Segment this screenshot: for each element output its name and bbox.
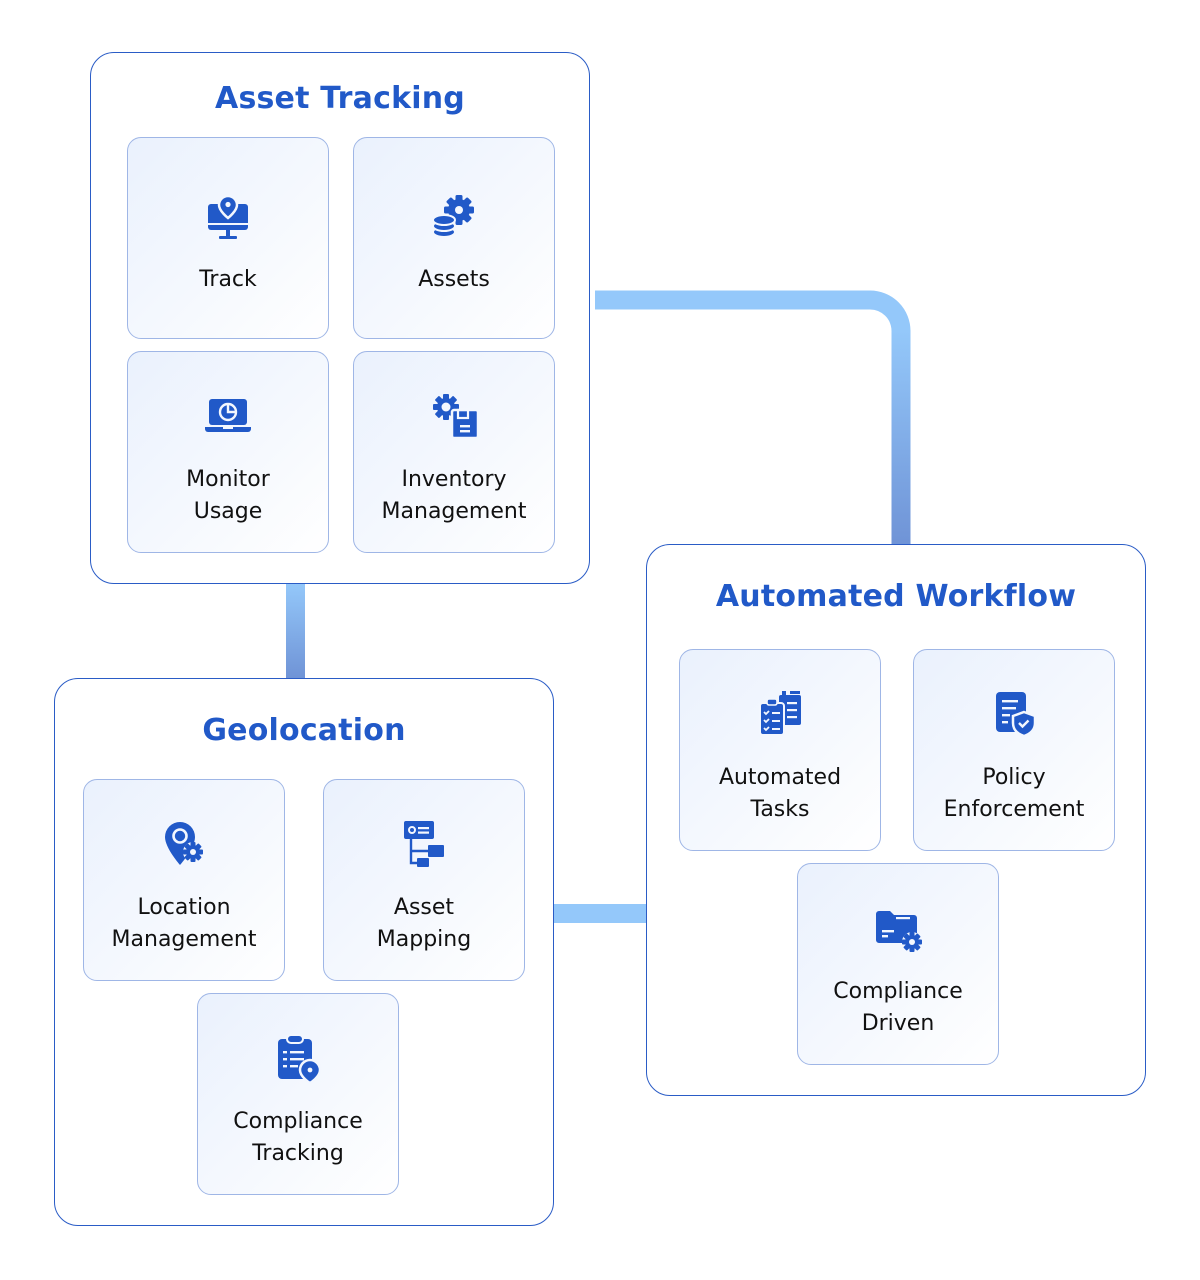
card-label: Asset Mapping [376,895,472,952]
clipboard-location-icon [272,1032,324,1084]
group-geolocation: Geolocation [54,678,554,1226]
group-title: Geolocation [202,713,406,748]
card-location-management[interactable]: Location Management [83,779,285,981]
card-label: Compliance Driven [833,979,963,1036]
card-label: Automated Tasks [718,765,842,822]
card-label: Track [199,267,257,292]
gear-floppy-icon [428,390,480,442]
card-monitor-usage[interactable]: Monitor Usage [127,351,329,553]
card-assets[interactable]: Assets [353,137,555,339]
card-label: Monitor Usage [186,467,270,524]
group-title: Asset Tracking [215,81,465,116]
card-label: Policy Enforcement [943,765,1085,822]
hierarchy-map-icon [398,818,450,870]
card-policy-enforcement[interactable]: Policy Enforcement [913,649,1115,851]
connector-geolocation-to-automated-workflow [554,904,646,923]
card-automated-tasks[interactable]: Automated Tasks [679,649,881,851]
card-label: Location Management [111,895,257,952]
card-track[interactable]: Track [127,137,329,339]
card-compliance-driven[interactable]: Compliance Driven [797,863,999,1065]
connector-asset-tracking-to-geolocation [286,583,305,679]
monitor-location-icon [202,192,254,244]
group-title: Automated Workflow [715,579,1077,614]
checklist-clipboards-icon [754,688,806,740]
location-pin-gear-icon [158,818,210,870]
card-label: Assets [418,267,490,292]
laptop-pie-chart-icon [202,390,254,442]
card-inventory-management[interactable]: Inventory Management [353,351,555,553]
card-asset-mapping[interactable]: Asset Mapping [323,779,525,981]
connector-asset-tracking-to-automated-workflow [595,290,911,332]
database-gear-icon [428,192,480,244]
card-compliance-tracking[interactable]: Compliance Tracking [197,993,399,1195]
connector-asset-tracking-to-automated-workflow-vertical [891,330,911,546]
document-shield-icon [988,688,1040,740]
group-asset-tracking: Asset Tracking Track [90,52,590,584]
card-label: Compliance Tracking [233,1109,363,1166]
group-automated-workflow: Automated Workflow Automated Tasks [646,544,1146,1096]
folder-gear-icon [872,902,924,954]
card-label: Inventory Management [381,467,527,524]
